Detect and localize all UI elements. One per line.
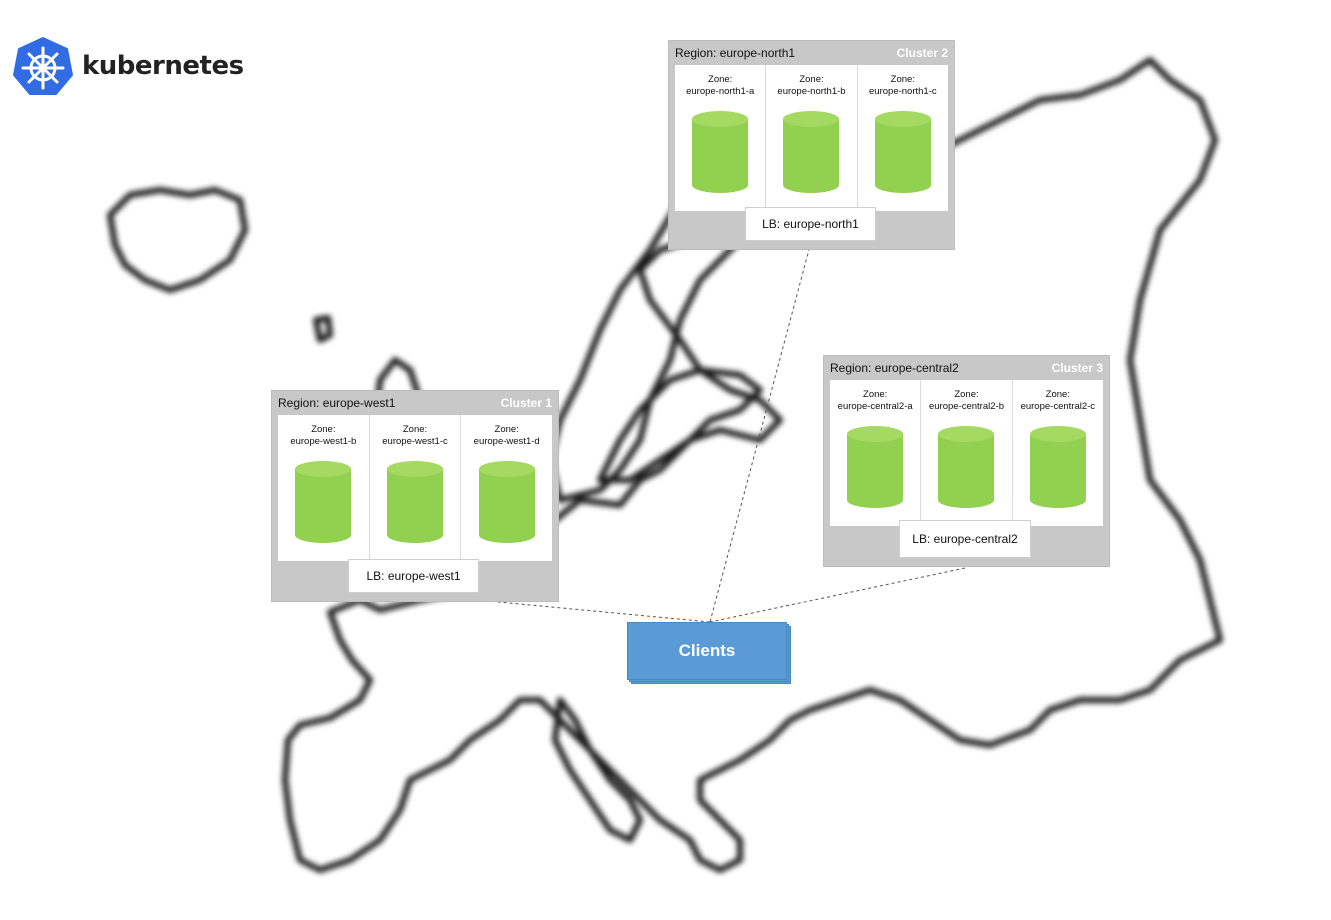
kubernetes-helm-icon (13, 37, 73, 95)
database-cylinder-icon (478, 461, 535, 543)
database-cylinder-icon (1029, 426, 1086, 508)
zone-column: Zone:europe-central2-b (921, 380, 1013, 526)
load-balancer-central2: LB: europe-central2 (899, 520, 1031, 558)
zone-label: Zone:europe-west1-d (473, 424, 540, 447)
zone-label: Zone:europe-north1-c (869, 74, 937, 97)
cluster-3-panel: Region: europe-central2 Cluster 3 Zone:e… (823, 355, 1110, 567)
load-balancer-north1: LB: europe-north1 (745, 207, 876, 241)
zone-label: Zone:europe-north1-b (777, 74, 846, 97)
zone-label: Zone:europe-central2-a (837, 389, 913, 412)
database-cylinder-icon (692, 111, 749, 193)
zone-column: Zone:europe-north1-b (766, 65, 858, 211)
zone-column: Zone:europe-central2-c (1013, 380, 1103, 526)
logo-text: kubernetes (82, 51, 244, 81)
cluster-2-header: Region: europe-north1 Cluster 2 (675, 44, 948, 62)
clients-box: Clients (627, 622, 791, 684)
zone-column: Zone:europe-north1-c (858, 65, 948, 211)
database-cylinder-icon (847, 426, 904, 508)
cluster-2-panel: Region: europe-north1 Cluster 2 Zone:eur… (668, 40, 955, 250)
zones-box: Zone:europe-west1-b Zone:europe-west1-c … (278, 415, 552, 561)
region-label: Region: europe-west1 (278, 396, 396, 410)
zone-label: Zone:europe-west1-b (290, 424, 357, 447)
load-balancer-west1: LB: europe-west1 (348, 559, 479, 593)
zone-column: Zone:europe-central2-a (830, 380, 922, 526)
cluster-name: Cluster 3 (1051, 361, 1103, 375)
iceland-coastline (107, 187, 248, 293)
database-cylinder-icon (387, 461, 443, 543)
cluster-1-panel: Region: europe-west1 Cluster 1 Zone:euro… (271, 390, 559, 602)
database-cylinder-icon (874, 111, 931, 193)
italy-coastline (552, 697, 643, 843)
region-label: Region: europe-central2 (830, 361, 959, 375)
zone-column: Zone:europe-west1-d (461, 415, 552, 561)
zones-box: Zone:europe-north1-a Zone:europe-north1-… (675, 65, 948, 211)
cluster-3-header: Region: europe-central2 Cluster 3 (830, 359, 1103, 377)
kubernetes-logo: kubernetes (12, 36, 244, 96)
cluster-name: Cluster 1 (500, 396, 552, 410)
faroe-coastline (313, 315, 333, 343)
zone-label: Zone:europe-central2-b (928, 389, 1004, 412)
database-cylinder-icon (938, 426, 995, 508)
zone-label: Zone:europe-north1-a (686, 74, 755, 97)
database-cylinder-icon (295, 461, 352, 543)
clients-label: Clients (678, 641, 736, 660)
zone-column: Zone:europe-west1-b (278, 415, 370, 561)
zone-column: Zone:europe-north1-a (675, 65, 767, 211)
zones-box: Zone:europe-central2-a Zone:europe-centr… (830, 380, 1103, 526)
zone-label: Zone:europe-central2-c (1020, 389, 1096, 412)
zone-column: Zone:europe-west1-c (370, 415, 462, 561)
zone-label: Zone:europe-west1-c (382, 424, 448, 447)
database-cylinder-icon (783, 111, 840, 193)
clients-layer (627, 622, 787, 680)
cluster-1-header: Region: europe-west1 Cluster 1 (278, 394, 552, 412)
cluster-name: Cluster 2 (896, 46, 948, 60)
region-label: Region: europe-north1 (675, 46, 796, 60)
